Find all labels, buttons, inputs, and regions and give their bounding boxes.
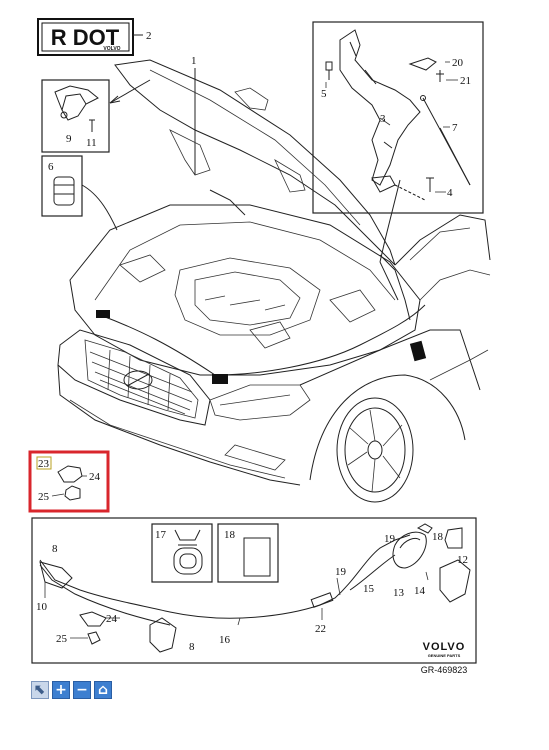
callout-16: 16 bbox=[219, 634, 231, 646]
callout-23: 23 bbox=[38, 458, 50, 470]
callout-21: 21 bbox=[460, 75, 471, 87]
zoom-out-button[interactable]: − bbox=[73, 681, 91, 699]
callout-11: 11 bbox=[86, 137, 97, 149]
callout-19-upper: 19 bbox=[384, 533, 396, 545]
detail-box-cable: VOLVO GENUINE PARTS bbox=[31, 517, 477, 664]
viewer-toolbar: ⬉ + − ⌂ bbox=[31, 681, 112, 699]
callout-18: 18 bbox=[432, 531, 444, 543]
callout-2: 2 bbox=[146, 30, 152, 42]
callout-8-left: 8 bbox=[52, 543, 58, 555]
detail-box-bumper bbox=[41, 155, 118, 231]
brand-name: VOLVO bbox=[423, 641, 466, 653]
callout-19-lower: 19 bbox=[335, 566, 347, 578]
detail-box-hinge bbox=[312, 21, 484, 263]
minus-icon: − bbox=[76, 682, 88, 698]
callout-24-top: 24 bbox=[89, 471, 101, 483]
callout-13: 13 bbox=[393, 587, 405, 599]
brand-tagline: GENUINE PARTS bbox=[428, 653, 461, 658]
rdot-logo: R DOT VOLVO bbox=[37, 18, 134, 56]
logo-text: R DOT bbox=[51, 25, 120, 50]
home-button[interactable]: ⌂ bbox=[94, 681, 112, 699]
callout-4: 4 bbox=[447, 187, 453, 199]
callout-18-inset: 18 bbox=[224, 529, 236, 541]
callout-3: 3 bbox=[380, 113, 386, 125]
home-icon: ⌂ bbox=[97, 682, 109, 698]
logo-subtext: VOLVO bbox=[103, 46, 120, 52]
callout-25-top: 25 bbox=[38, 491, 50, 503]
callout-25-bottom: 25 bbox=[56, 633, 68, 645]
callout-10: 10 bbox=[36, 601, 48, 613]
callout-15: 15 bbox=[363, 583, 375, 595]
plus-icon: + bbox=[55, 682, 67, 698]
callout-8-bottom: 8 bbox=[189, 641, 195, 653]
callout-14: 14 bbox=[414, 585, 426, 597]
highlight-box-hood-switch bbox=[28, 450, 110, 513]
callout-1: 1 bbox=[191, 55, 197, 67]
callout-12: 12 bbox=[457, 554, 468, 566]
callout-7: 7 bbox=[452, 122, 458, 134]
callout-22: 22 bbox=[315, 623, 326, 635]
callout-9: 9 bbox=[66, 133, 72, 145]
zoom-in-button[interactable]: + bbox=[52, 681, 70, 699]
car-illustration bbox=[57, 59, 491, 503]
callout-20: 20 bbox=[452, 57, 464, 69]
diagram-id: GR-469823 bbox=[421, 665, 468, 675]
select-tool-button[interactable]: ⬉ bbox=[31, 681, 49, 699]
callout-24-bottom: 24 bbox=[106, 613, 118, 625]
callout-17: 17 bbox=[155, 529, 167, 541]
callout-5: 5 bbox=[321, 88, 327, 100]
detail-box-bracket bbox=[41, 79, 151, 153]
callout-6: 6 bbox=[48, 161, 54, 173]
cursor-icon: ⬉ bbox=[34, 682, 46, 698]
